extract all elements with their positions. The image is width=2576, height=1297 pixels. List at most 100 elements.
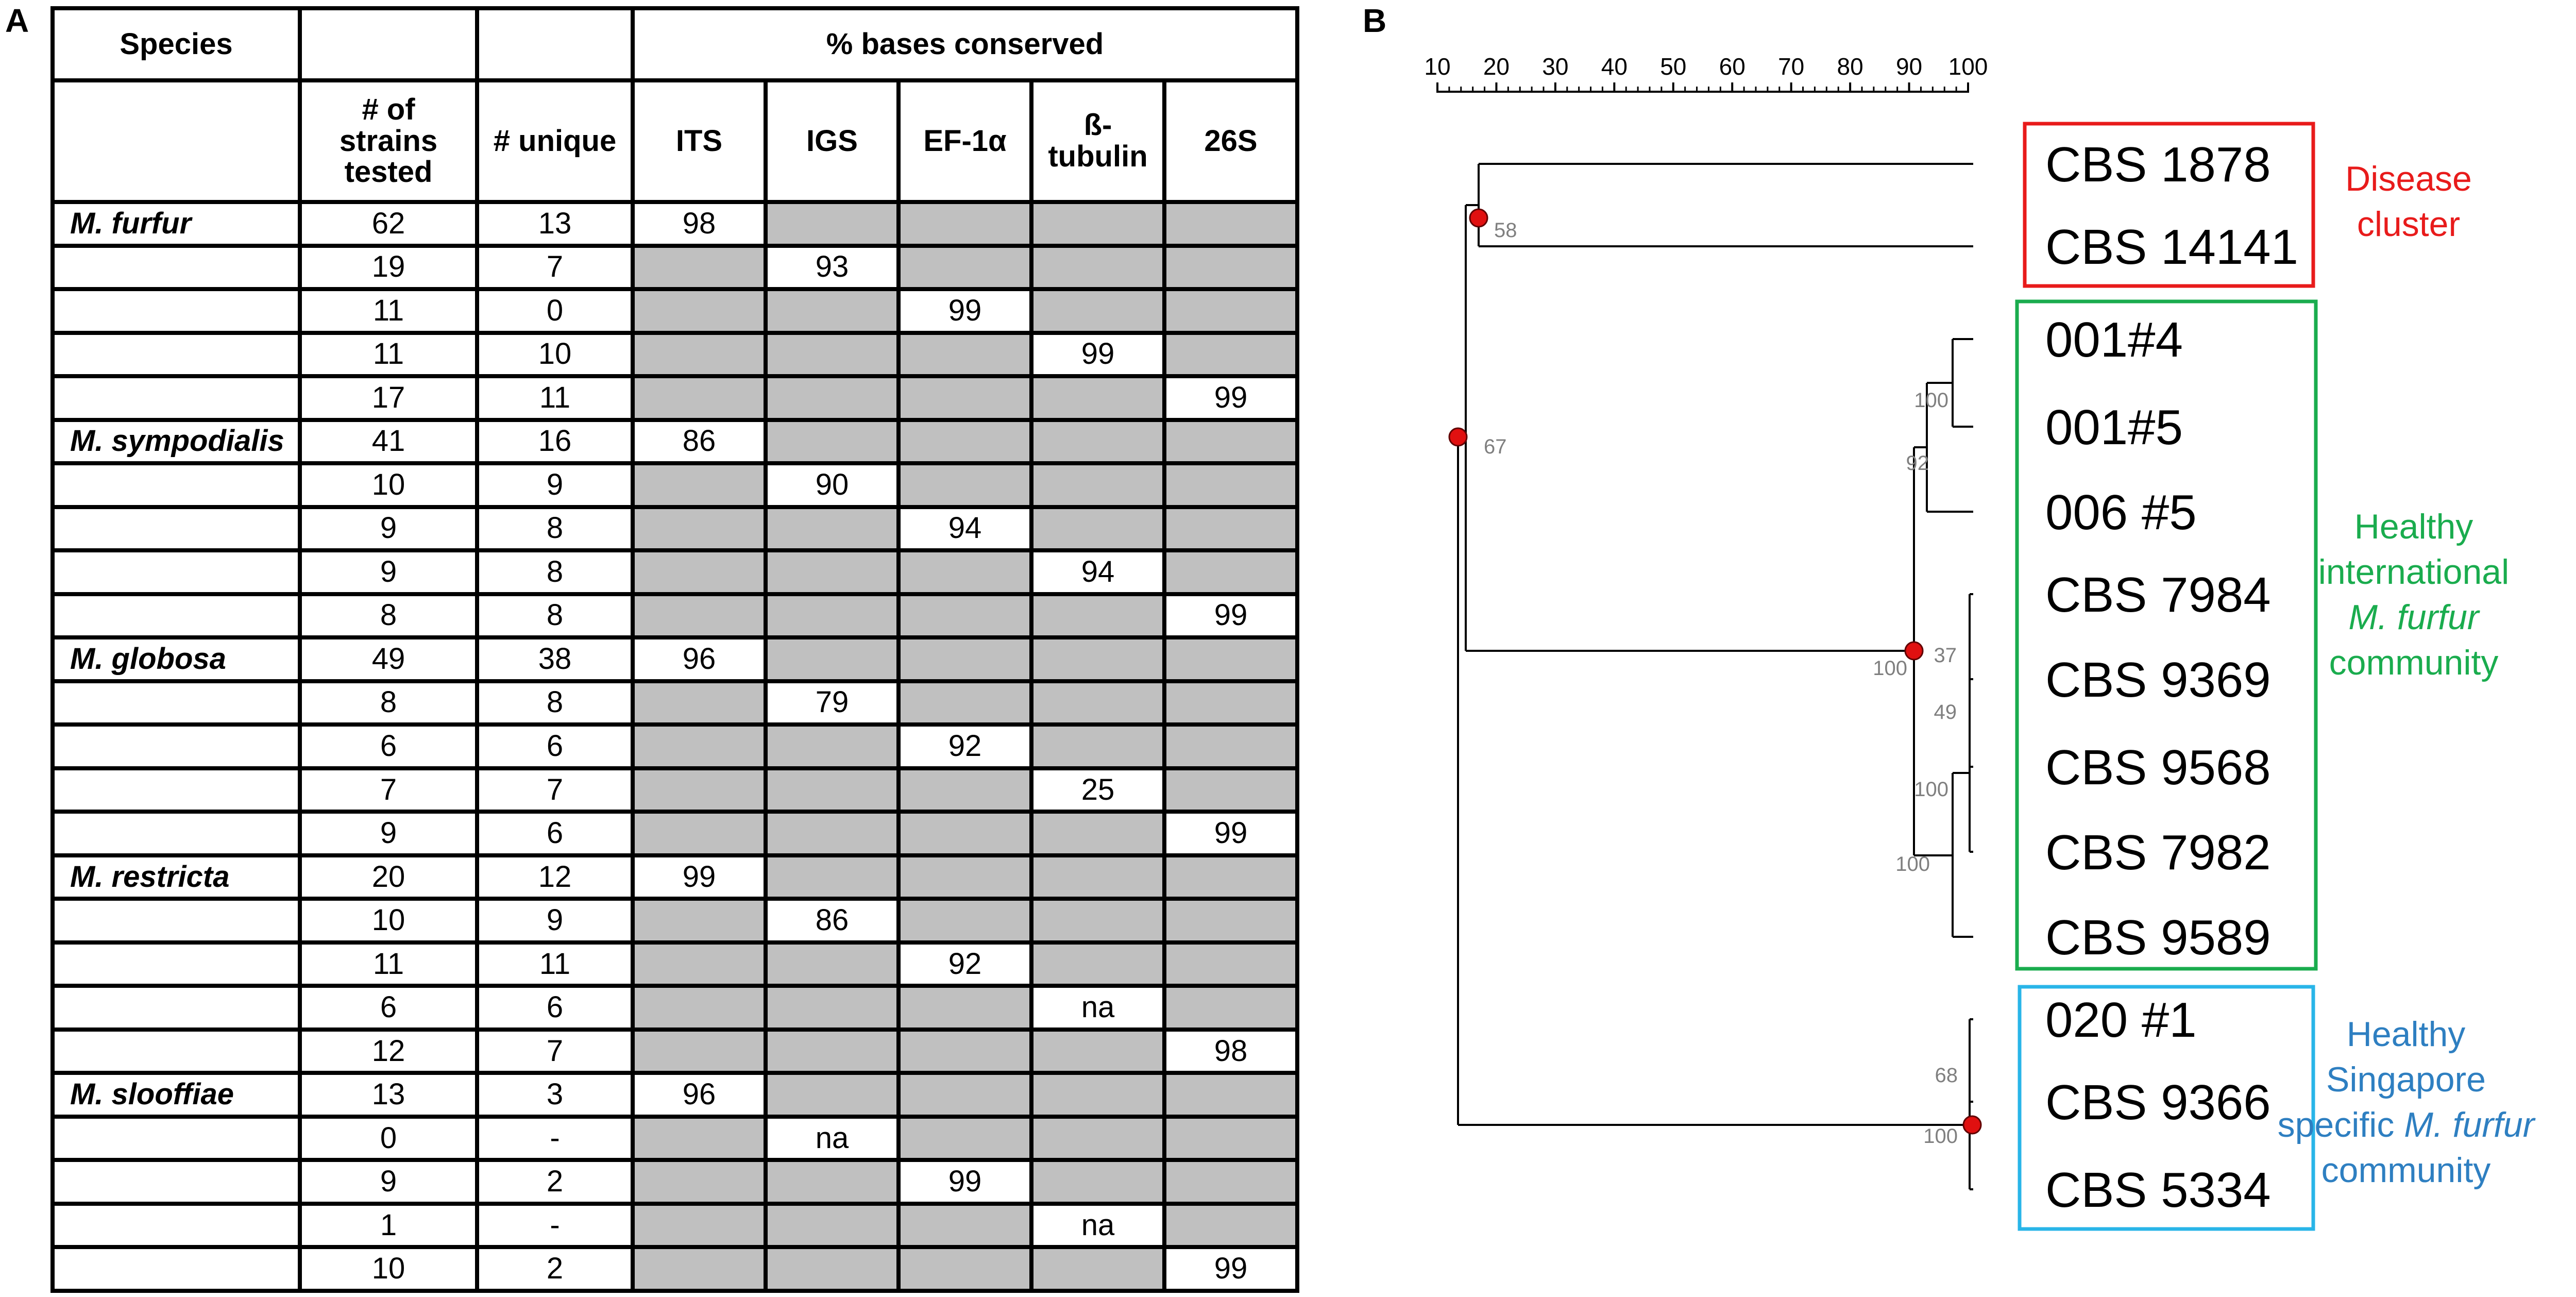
strains-tested-cell: 13	[298, 1071, 479, 1119]
scale-tick-label: 40	[1601, 53, 1628, 80]
unique-cell: 6	[475, 984, 635, 1032]
shaded-cell	[1029, 374, 1166, 422]
unique-cell: 10	[475, 330, 635, 379]
strains-tested-cell: 10	[298, 1245, 479, 1293]
shaded-cell	[764, 504, 901, 553]
cluster-label-line: international	[2318, 552, 2509, 592]
strains-tested-cell: 20	[298, 853, 479, 901]
unique-cell: 9	[475, 897, 635, 945]
species-cell: M. globosa	[50, 635, 302, 683]
shaded-cell	[1029, 461, 1166, 509]
shaded-cell	[1162, 766, 1299, 814]
unique-cell: 6	[475, 810, 635, 857]
conserved-value-cell: 99	[896, 1158, 1033, 1206]
conserved-value-cell: 93	[764, 243, 901, 292]
conserved-value-cell: 96	[631, 635, 768, 683]
table-row: 1-na	[50, 1201, 1299, 1250]
cluster-label-line: community	[2321, 1151, 2491, 1190]
shaded-cell	[1029, 635, 1166, 683]
strains-tested-cell: 19	[298, 243, 479, 292]
shaded-cell	[1029, 1114, 1166, 1163]
shaded-cell	[1029, 853, 1166, 901]
shaded-cell	[631, 679, 768, 727]
shaded-cell	[896, 330, 1033, 379]
conserved-value-cell: 79	[764, 679, 901, 727]
species-cell	[50, 330, 302, 379]
shaded-cell	[764, 417, 901, 466]
shaded-cell	[631, 940, 768, 988]
support-value: 100	[1914, 778, 1948, 801]
header-region-3: ß-tubulin	[1029, 78, 1166, 204]
shaded-cell	[1029, 940, 1166, 988]
unique-cell: 2	[475, 1158, 635, 1206]
leaf-label: CBS 9589	[2045, 910, 2271, 965]
species-cell	[50, 1245, 302, 1293]
conserved-value-cell: 96	[631, 1071, 768, 1119]
unique-cell: -	[475, 1114, 635, 1163]
support-value: 100	[1914, 389, 1948, 412]
support-value: 100	[1873, 657, 1907, 680]
strains-tested-cell: 9	[298, 504, 479, 553]
shaded-cell	[896, 1027, 1033, 1075]
species-cell	[50, 1114, 302, 1163]
conserved-value-cell: 92	[896, 940, 1033, 988]
shaded-cell	[631, 374, 768, 422]
shaded-cell	[1162, 287, 1299, 335]
shaded-cell	[1162, 984, 1299, 1032]
conserved-value-cell: 86	[764, 897, 901, 945]
leaf-label: 006 #5	[2045, 485, 2197, 540]
conserved-value-cell: 99	[1029, 330, 1166, 379]
support-value: 37	[1934, 644, 1957, 667]
conserved-value-cell: 99	[1162, 374, 1299, 422]
conserved-value-cell: 92	[896, 722, 1033, 770]
leaf-label: 001#4	[2045, 312, 2183, 367]
unique-cell: 8	[475, 592, 635, 640]
scale-tick-label: 50	[1660, 53, 1686, 80]
strains-tested-cell: 6	[298, 722, 479, 770]
unique-cell: 7	[475, 766, 635, 814]
leaf-label: CBS 14141	[2045, 220, 2298, 275]
shaded-cell	[1029, 1027, 1166, 1075]
scale-tick-label: 10	[1424, 53, 1450, 80]
strains-tested-cell: 9	[298, 810, 479, 857]
header-strains-line-1: # of	[362, 92, 415, 126]
shaded-cell	[1162, 679, 1299, 727]
bootstrap-node-marker	[1904, 641, 1924, 661]
strains-tested-cell: 8	[298, 592, 479, 640]
shaded-cell	[631, 1027, 768, 1075]
shaded-cell	[764, 810, 901, 857]
shaded-cell	[1162, 330, 1299, 379]
shaded-cell	[1162, 635, 1299, 683]
shaded-cell	[1162, 853, 1299, 901]
unique-cell: 38	[475, 635, 635, 683]
header-percent-conserved: % bases conserved	[631, 6, 1299, 82]
leaf-label: CBS 9366	[2045, 1075, 2271, 1130]
species-cell	[50, 461, 302, 509]
shaded-cell	[764, 940, 901, 988]
conserved-value-cell: na	[764, 1114, 901, 1163]
conserved-value-cell: 25	[1029, 766, 1166, 814]
strains-tested-cell: 49	[298, 635, 479, 683]
conserved-value-cell: 98	[631, 200, 768, 248]
shaded-cell	[764, 984, 901, 1032]
conservation-table: Species % bases conserved # of strains t…	[50, 6, 1299, 1293]
shaded-cell	[896, 766, 1033, 814]
shaded-cell	[631, 287, 768, 335]
support-value: 58	[1494, 219, 1517, 242]
header-species: Species	[50, 6, 302, 82]
leaf-label: CBS 7982	[2045, 825, 2271, 880]
species-cell	[50, 287, 302, 335]
unique-cell: 3	[475, 1071, 635, 1119]
species-cell	[50, 374, 302, 422]
conserved-value-cell: 99	[1162, 1245, 1299, 1293]
scale-tick-label: 20	[1483, 53, 1510, 80]
strains-tested-cell: 1	[298, 1201, 479, 1250]
header-blank-species	[50, 78, 302, 204]
panel-label-b: B	[1363, 2, 1387, 39]
